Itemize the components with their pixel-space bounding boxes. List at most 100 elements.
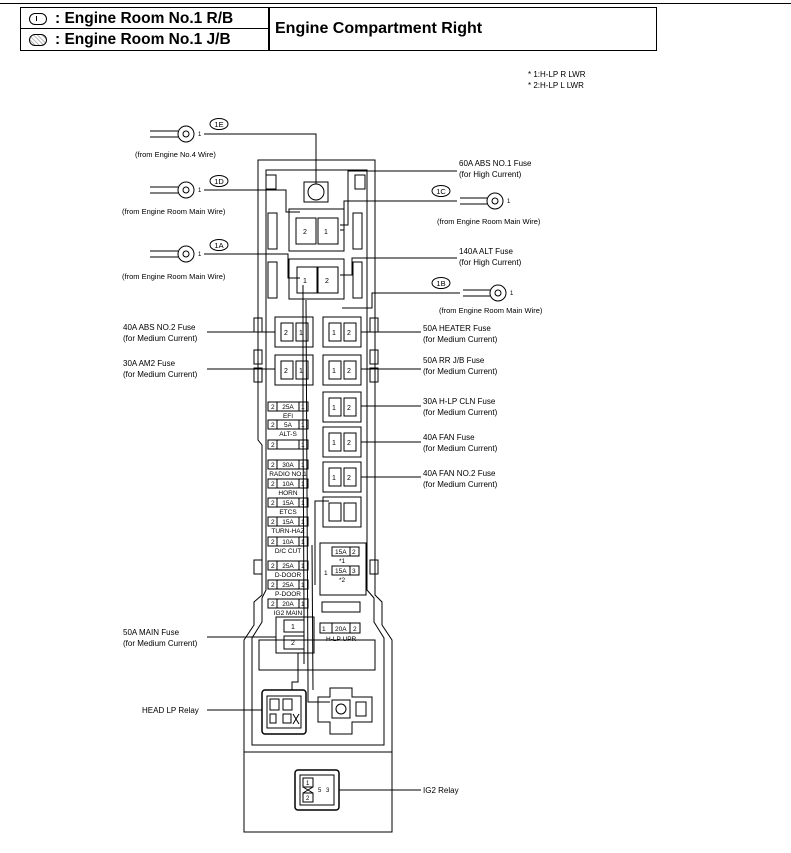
- connector-source: (from Engine Room Main Wire): [439, 306, 543, 315]
- callout-hlpcln-name: 30A H-LP CLN Fuse: [423, 397, 496, 406]
- fuse-terminal: [349, 546, 360, 557]
- connector-code-badge: [209, 175, 229, 187]
- pin-label: 1: [306, 781, 310, 787]
- pin-label: 1: [299, 368, 303, 375]
- pin-label: 1: [198, 252, 202, 258]
- pin-label: 1: [299, 330, 303, 337]
- hlp-upr-amp: 20A: [335, 626, 347, 633]
- small-fuse-amp: 10A: [282, 481, 294, 488]
- pin-label: 2: [284, 368, 288, 375]
- side-slot: [267, 212, 278, 250]
- small-fuse: [267, 478, 309, 489]
- side-tab: [369, 349, 379, 365]
- pin-label: 1: [301, 563, 305, 570]
- side-tab: [265, 174, 277, 190]
- pin-label: 2: [271, 601, 275, 608]
- fuse-terminal: [349, 565, 360, 576]
- internal-wire: [291, 653, 299, 690]
- small-fuse-name: RADIO NO.1: [269, 471, 307, 478]
- pin-label: 1: [507, 199, 511, 205]
- fuse-terminal: [280, 322, 294, 342]
- relay-connector: [317, 687, 373, 735]
- pin-label: 1: [324, 570, 328, 577]
- small-fuse-name: D/C CUT: [275, 548, 301, 555]
- small-fuse: [267, 419, 309, 430]
- small-fuse-name: D-DOOR: [275, 572, 302, 579]
- side-slot: [352, 261, 363, 299]
- relay-pin: [282, 713, 292, 724]
- fuse-alt-housing: [288, 258, 345, 300]
- small-fuse-amp: 30A: [282, 462, 294, 469]
- callout-fan2-sub: (for Medium Current): [423, 480, 498, 489]
- pin-label: 1: [301, 601, 305, 608]
- small-fuse-amp: 25A: [282, 582, 294, 589]
- legend-jb: : Engine Room No.1 J/B: [21, 29, 268, 50]
- leader-alt: [340, 257, 457, 276]
- callout-abs2-name: 40A ABS NO.2 Fuse: [123, 323, 196, 332]
- small-fuse-name: ALT-S: [279, 431, 297, 438]
- pin-label: 1: [198, 188, 202, 194]
- spare-slot: [321, 601, 361, 613]
- page-title: Engine Compartment Right: [275, 20, 483, 37]
- pin-label: 1: [332, 440, 336, 447]
- pin-label: 2: [271, 500, 275, 507]
- callout-fan2-name: 40A FAN NO.2 Fuse: [423, 469, 496, 478]
- connector-source: (from Engine Room Main Wire): [437, 217, 541, 226]
- callout-alt-name: 140A ALT Fuse: [459, 247, 514, 256]
- fuse-terminal: [295, 322, 309, 342]
- hlp-fuse1-note: *1: [339, 558, 346, 565]
- relay-cross: [292, 713, 300, 725]
- pin-label: 2: [271, 519, 275, 526]
- fuse-terminal: [343, 467, 357, 487]
- leader-1d: [204, 189, 300, 213]
- callout-alt-sub: (for High Current): [459, 258, 522, 267]
- relay-connector-core: [331, 699, 351, 719]
- hlp-fuse2-amp: 15A: [335, 568, 347, 575]
- head-lp-relay: [261, 689, 307, 735]
- pin-label: 2: [271, 442, 275, 449]
- pin-label: 1: [291, 624, 295, 631]
- pin-label: 1: [322, 626, 326, 633]
- pin-label: 1: [301, 519, 305, 526]
- small-fuse-name: P-DOOR: [275, 591, 301, 598]
- relay-pin: [269, 698, 280, 711]
- legend-header: : Engine Room No.1 R/B : Engine Room No.…: [20, 7, 657, 51]
- fuse-spare-housing: [322, 496, 362, 528]
- hlp-fuse1-amp: 15A: [335, 549, 347, 556]
- hlp-upr-name: H-LP UPR: [326, 636, 357, 643]
- pin-label: 1: [324, 229, 328, 236]
- connector-code-badge: [209, 239, 229, 251]
- callout-am2-name: 30A AM2 Fuse: [123, 359, 176, 368]
- internal-wire: [302, 285, 305, 664]
- fuse-terminal: [328, 467, 342, 487]
- pin-label: 2: [347, 368, 351, 375]
- fuse-terminal: [343, 502, 357, 522]
- side-tab: [354, 174, 366, 190]
- callout-rrjb-sub: (for Medium Current): [423, 367, 498, 376]
- small-fuse-name: ETCS: [279, 509, 297, 516]
- leader-1b: [342, 292, 460, 309]
- side-tab: [369, 317, 379, 333]
- fuse-terminal: [280, 360, 294, 380]
- fuse-terminal: [328, 360, 342, 380]
- relay-socket: [299, 774, 335, 806]
- small-fuse: [267, 579, 309, 590]
- pin-label: 2: [303, 229, 307, 236]
- ring-terminal-hole: [182, 186, 190, 194]
- fuse-terminal: [343, 322, 357, 342]
- relay-socket: [266, 695, 302, 729]
- pin-label: 2: [271, 404, 275, 411]
- fuse-terminal: [317, 266, 339, 294]
- pin-label: 3: [352, 568, 356, 575]
- callout-rrjb-name: 50A RR J/B Fuse: [423, 356, 485, 365]
- small-fuse: [267, 536, 309, 547]
- note-1: * 1:H-LP R LWR: [528, 70, 586, 79]
- fuse-terminal: [343, 397, 357, 417]
- pin-label: 1: [332, 330, 336, 337]
- pin-label: 1: [301, 582, 305, 589]
- relay-cross: [302, 786, 314, 794]
- internal-wire: [305, 299, 330, 703]
- fuse-terminal: [328, 322, 342, 342]
- relay-pin: [282, 698, 293, 711]
- callout-abs2-sub: (for Medium Current): [123, 334, 198, 343]
